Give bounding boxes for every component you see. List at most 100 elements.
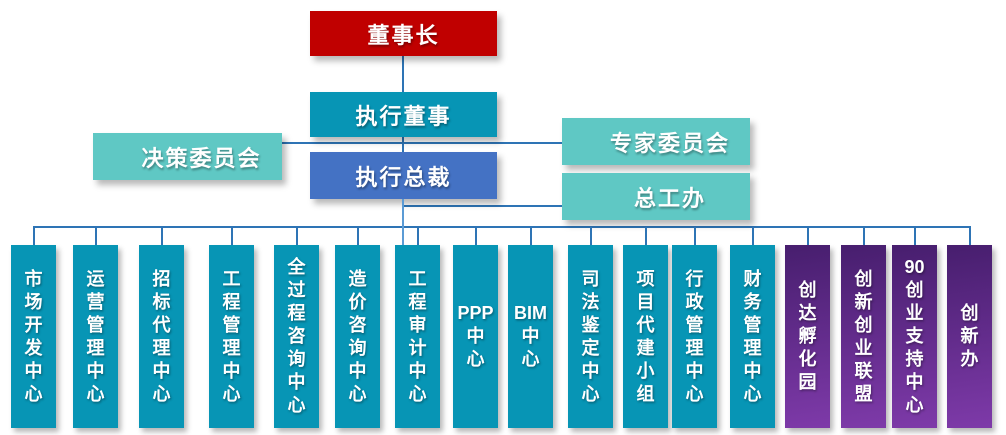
dept-label-line: 审 (408, 314, 427, 335)
dept-label-line: 业 (905, 303, 924, 323)
dept-label-line: 项 (636, 268, 655, 289)
dept-label-line: 心 (348, 383, 367, 404)
dept-label-line: 程 (287, 303, 306, 323)
dept-label-line: 政 (685, 291, 704, 312)
dept-label-line: 中 (24, 360, 43, 381)
dept-label-line: 支 (905, 326, 924, 346)
dept-label-line: 务 (743, 291, 762, 312)
connector-director-president (402, 137, 404, 152)
dept-label-line: 业 (854, 337, 873, 358)
dept-label-line: 行 (685, 268, 704, 289)
dept-label-line: 创 (960, 303, 979, 323)
dept-label-line: 心 (86, 383, 105, 404)
dept-label-line: 鉴 (581, 314, 600, 335)
dept-label-line: 程 (408, 291, 427, 312)
dept-label-line: 创 (905, 280, 924, 300)
dept-label-line: 程 (222, 291, 241, 312)
dept-label-line: 心 (743, 383, 762, 404)
dept-label-line: 咨 (348, 314, 367, 335)
dept-box-market-development-center: 市场开发中心 (11, 227, 56, 428)
dept-label-line: 咨 (287, 326, 306, 346)
dept-label-line: 中 (348, 360, 367, 381)
dept-label-line: 理 (86, 337, 105, 358)
dept-label-line: 中 (86, 360, 105, 381)
dept-box-90-entrepreneurship-support-center: 90 创业支持中心 (892, 227, 937, 428)
dept-label-line: 心 (905, 395, 924, 415)
dept-label-line: 中 (743, 360, 762, 381)
dept-label-line: 创 (854, 314, 873, 335)
dept-box-judicial-appraisal-center: 司法鉴定中心 (568, 227, 613, 428)
dept-label-line: 心 (287, 395, 306, 415)
connector-department-bus (33, 226, 971, 228)
dept-label-line: 过 (287, 280, 306, 300)
connector-president-drop (402, 199, 404, 245)
dept-label-line: 场 (24, 291, 43, 312)
dept-label-line: 管 (86, 314, 105, 335)
dept-label-line: 创 (798, 280, 817, 300)
dept-box-operations-management-center: 运营管理中心 (73, 227, 118, 428)
dept-label-line: 代 (152, 314, 171, 335)
dept-label-line: 心 (24, 383, 43, 404)
dept-label-line: 小 (636, 360, 655, 381)
node-expert-committee: 专家委员会 (562, 118, 750, 165)
dept-label-line: 中 (222, 360, 241, 381)
dept-label-line: 中 (905, 372, 924, 392)
dept-label-line: PPP (457, 303, 494, 323)
dept-box-chuangda-incubation-park: 创达孵化园 (785, 227, 830, 428)
dept-label-line: 发 (24, 337, 43, 358)
dept-label-line: 招 (152, 268, 171, 289)
dept-label-line: 财 (743, 268, 762, 289)
node-chief-engineer-office: 总工办 (562, 173, 750, 220)
dept-label-line: 理 (743, 337, 762, 358)
dept-label-line: 心 (466, 349, 485, 369)
dept-box-engineering-audit-center: 工程审计中心 (395, 227, 440, 428)
dept-label-line: 联 (854, 360, 873, 381)
dept-box-administration-management-center: 行政管理中心 (672, 227, 717, 428)
dept-label-line: 工 (222, 268, 241, 289)
dept-label-line: 计 (408, 337, 427, 358)
dept-label-line: 心 (408, 383, 427, 404)
dept-box-engineering-management-center: 工程管理中心 (209, 227, 254, 428)
dept-label-line: 营 (86, 291, 105, 312)
dept-label-line: 中 (685, 360, 704, 381)
dept-label-line: 达 (798, 303, 817, 323)
dept-label-line: 代 (636, 314, 655, 335)
dept-label-line: 新 (854, 291, 873, 312)
dept-label-line: 中 (581, 360, 600, 381)
dept-label-line: 化 (798, 349, 817, 369)
dept-label-line: 标 (152, 291, 171, 312)
dept-box-innovation-entrepreneurship-alliance: 创新创业联盟 (841, 227, 886, 428)
dept-label-line: 造 (348, 268, 367, 289)
dept-label-line: 全 (287, 257, 306, 277)
dept-label-line: 法 (581, 291, 600, 312)
dept-label-line: 管 (743, 314, 762, 335)
dept-label-line: 90 (904, 257, 925, 277)
dept-label-line: 心 (521, 349, 540, 369)
dept-box-innovation-office: 创新办 (947, 227, 992, 428)
dept-box-finance-management-center: 财务管理中心 (730, 227, 775, 428)
dept-label-line: 工 (408, 268, 427, 289)
dept-label-line: 运 (86, 268, 105, 289)
dept-label-line: 中 (521, 326, 540, 346)
dept-label-line: 理 (152, 337, 171, 358)
dept-label-line: 新 (960, 326, 979, 346)
node-executive-president: 执行总裁 (310, 152, 497, 199)
node-chairman: 董事长 (310, 11, 497, 56)
dept-box-cost-consulting-center: 造价咨询中心 (335, 227, 380, 428)
node-executive-director: 执行董事 (310, 92, 497, 137)
dept-label-line: 中 (152, 360, 171, 381)
dept-label-line: 孵 (798, 326, 817, 346)
dept-label-line: 心 (152, 383, 171, 404)
dept-label-line: 盟 (854, 383, 873, 404)
dept-box-whole-process-consulting-center: 全过程咨询中心 (274, 227, 319, 428)
dept-label-line: 心 (222, 383, 241, 404)
connector-chairman-director (402, 56, 404, 92)
connector-chief-office (403, 205, 562, 207)
dept-label-line: 询 (348, 337, 367, 358)
dept-label-line: 组 (636, 383, 655, 404)
dept-label-line: 持 (905, 349, 924, 369)
dept-label-line: 定 (581, 337, 600, 358)
dept-label-line: 心 (581, 383, 600, 404)
dept-label-line: 管 (222, 314, 241, 335)
